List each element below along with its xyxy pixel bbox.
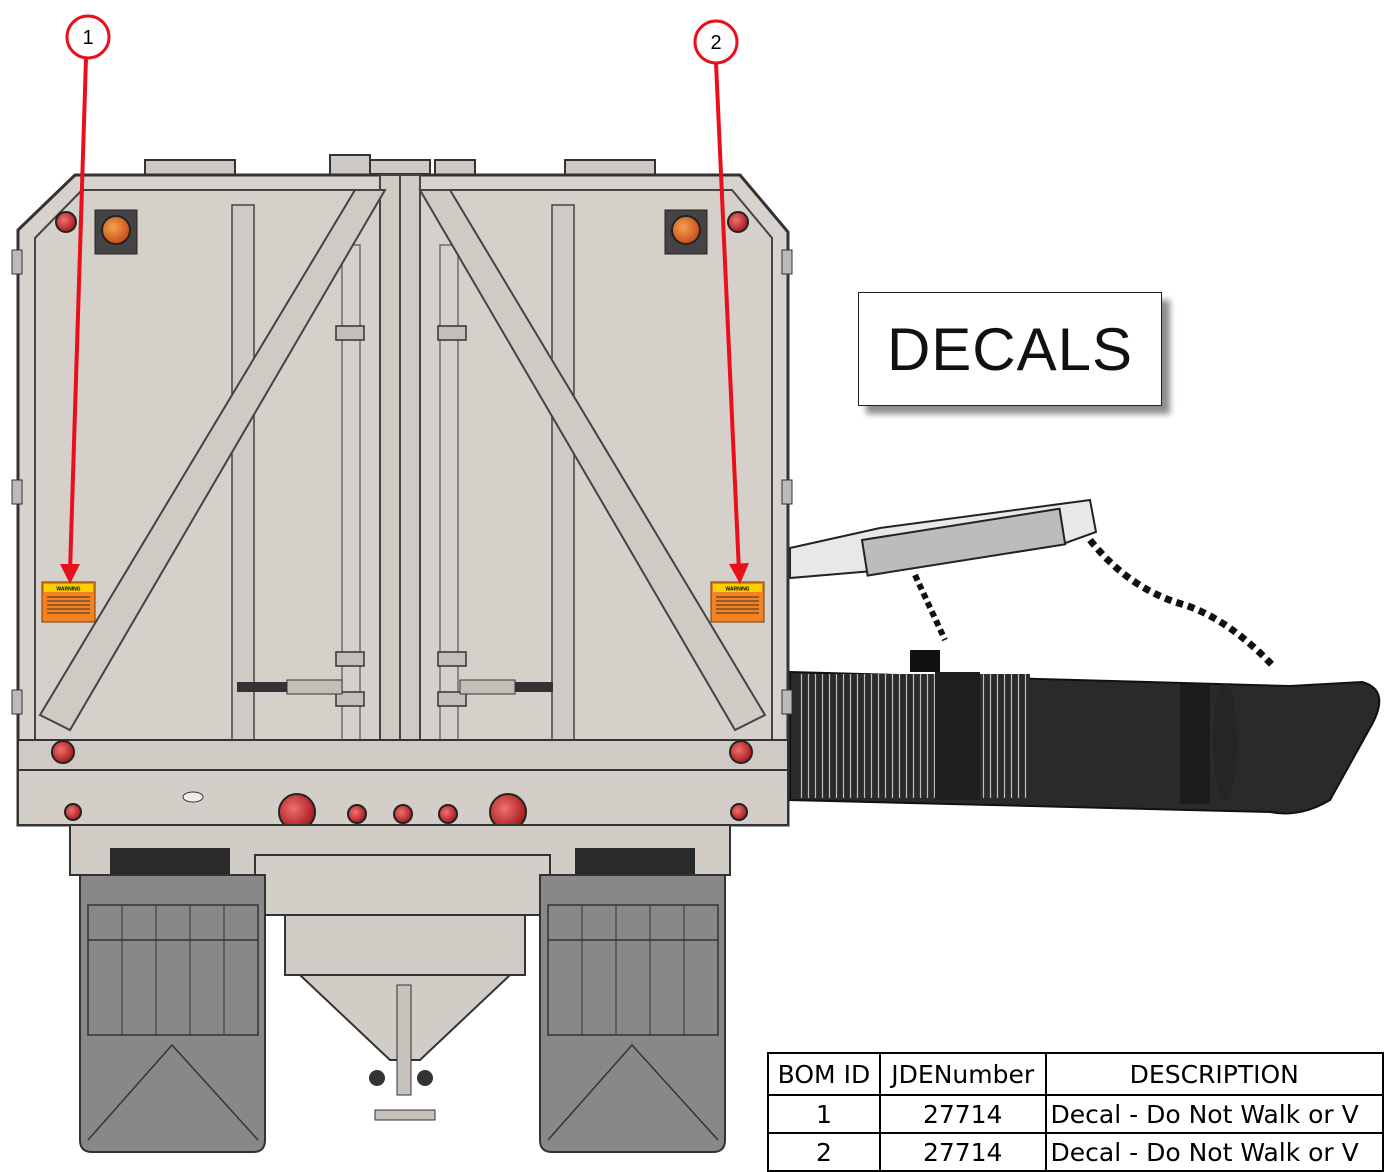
- callout-number: 2: [710, 32, 721, 54]
- bom-table: BOM ID JDENumber DESCRIPTION 1 27714 Dec…: [767, 1052, 1384, 1172]
- trailer-rear-panel: [11, 154, 793, 827]
- column-header-bom-id: BOM ID: [767, 1052, 881, 1096]
- callout-1: 1: [60, 14, 111, 584]
- bom-id-cell: 2: [767, 1132, 881, 1172]
- warning-decal-left: WARNING: [41, 581, 96, 623]
- table-header-row: BOM ID JDENumber DESCRIPTION: [767, 1052, 1384, 1096]
- description-cell: Decal - Do Not Walk or V: [1044, 1094, 1384, 1134]
- bom-id-cell: 1: [767, 1094, 881, 1134]
- decal-heading: WARNING: [725, 587, 749, 593]
- decal-heading: WARNING: [56, 587, 80, 593]
- jde-number-cell: 27714: [878, 1094, 1047, 1134]
- discharge-hose: [789, 670, 1381, 815]
- clearance-lamps: [51, 211, 753, 831]
- column-header-jde-number: JDENumber: [878, 1052, 1047, 1096]
- page-title: DECALS: [858, 292, 1162, 406]
- undercarriage: [69, 824, 731, 1121]
- callout-number: 1: [82, 27, 93, 49]
- boom-arm: [789, 498, 1278, 672]
- table-row: 1 27714 Decal - Do Not Walk or V: [767, 1094, 1384, 1134]
- table-row: 2 27714 Decal - Do Not Walk or V: [767, 1132, 1384, 1172]
- description-cell: Decal - Do Not Walk or V: [1044, 1132, 1384, 1172]
- warning-decal-right: WARNING: [710, 581, 765, 623]
- mud-flap-left: [79, 874, 266, 1153]
- column-header-description: DESCRIPTION: [1044, 1052, 1384, 1096]
- jde-number-cell: 27714: [878, 1132, 1047, 1172]
- mud-flap-right: [539, 874, 726, 1153]
- callout-2: 2: [693, 19, 749, 584]
